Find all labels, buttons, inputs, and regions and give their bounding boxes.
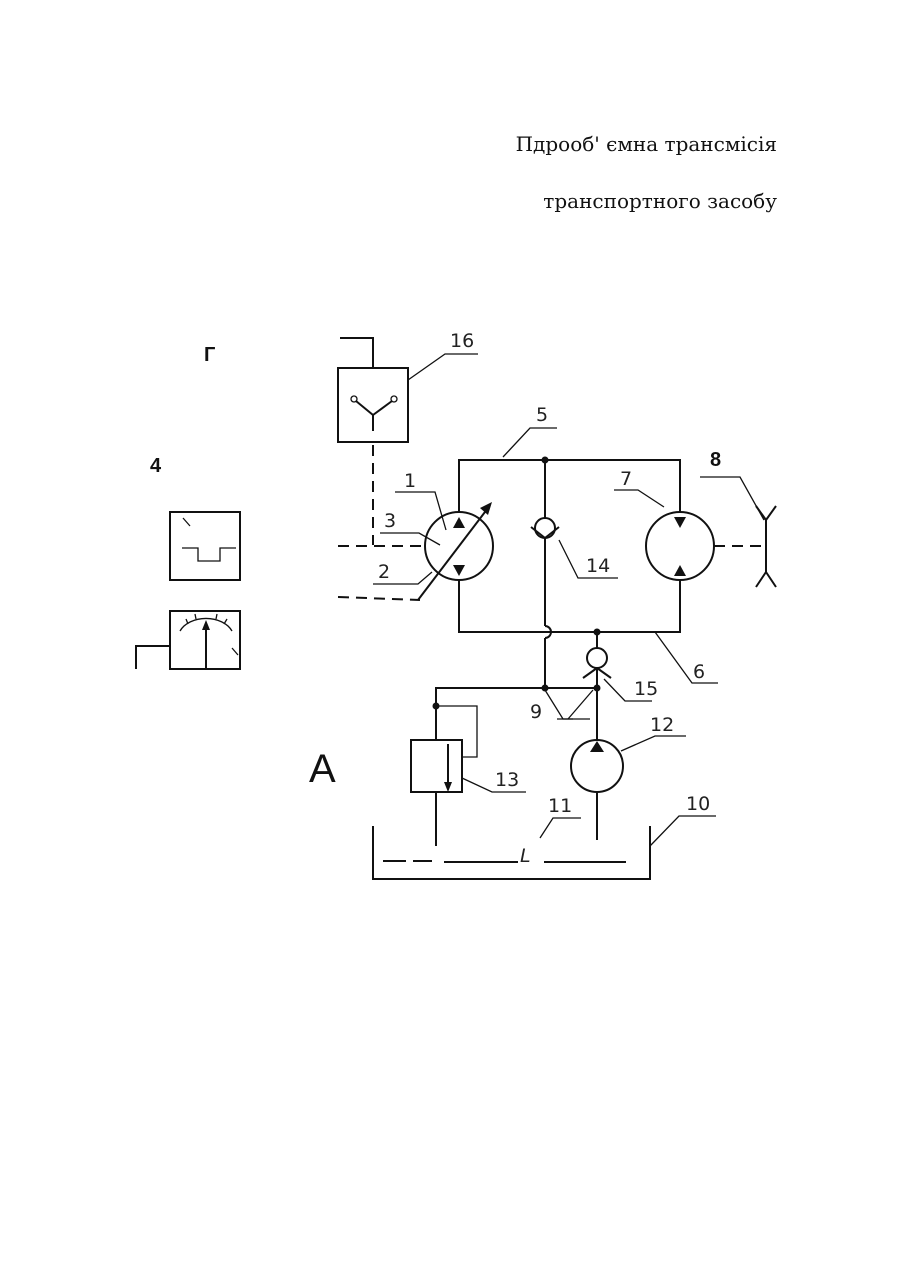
relief-valve-13 — [411, 706, 477, 846]
label-13: 13 — [495, 769, 519, 791]
tank-10 — [373, 826, 650, 879]
label-15: 15 — [634, 678, 658, 700]
label-1: 1 — [404, 470, 416, 492]
label-8: 8 — [710, 449, 721, 471]
label-10: 10 — [686, 793, 710, 815]
motor-7 — [646, 512, 714, 580]
label-11: 11 — [548, 795, 572, 817]
label-4: 4 — [150, 455, 162, 477]
sensor-4-upper — [170, 512, 240, 580]
letter-l: L — [520, 845, 531, 867]
label-5: 5 — [536, 404, 548, 426]
pump-1 — [418, 502, 493, 600]
label-12: 12 — [650, 714, 674, 736]
check-valve-14 — [531, 460, 559, 688]
label-6: 6 — [693, 661, 705, 683]
return-line-6 — [459, 580, 680, 632]
control-line-2 — [338, 597, 420, 600]
letter-a: А — [309, 747, 336, 791]
controller-16 — [338, 338, 408, 442]
leader-lines — [373, 354, 764, 846]
boost-pump-12 — [571, 740, 623, 840]
label-7: 7 — [620, 468, 632, 490]
label-14: 14 — [586, 555, 610, 577]
label-16: 16 — [450, 330, 474, 352]
gauge-4-lower — [136, 611, 240, 669]
letter-g: Г — [204, 344, 215, 366]
label-2: 2 — [378, 561, 390, 583]
label-3: 3 — [384, 510, 396, 532]
label-9: 9 — [530, 701, 542, 723]
pressure-line-5 — [459, 460, 680, 512]
